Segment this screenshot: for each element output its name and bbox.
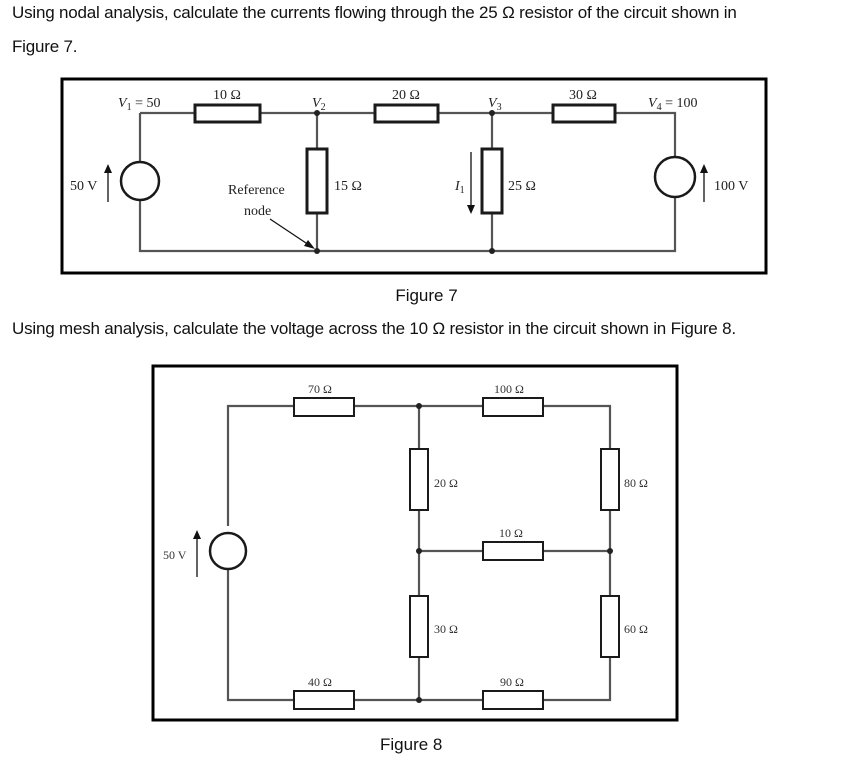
label-r90: 90 Ω [500,675,524,689]
resistor-20 [373,103,440,124]
question-1-text: Using nodal analysis, calculate the curr… [12,3,737,22]
label-i1: I1 [454,179,465,196]
resistor-60 [600,595,620,658]
node [416,403,422,409]
resistor-10 [482,541,544,561]
node-v3 [489,110,495,116]
label-50v: 50 V [163,548,187,562]
figure-7-caption: Figure 7 [395,286,458,305]
resistor-25 [480,147,504,215]
resistor-30 [551,103,617,124]
label-r20: 20 Ω [392,88,420,103]
label-r30: 30 Ω [434,622,458,636]
voltage-source-50v [119,160,161,202]
label-r30: 30 Ω [569,88,597,103]
arrow-head-icon [104,164,112,173]
figure-7-circuit: V1 = 50 10 Ω V2 20 Ω V3 30 Ω V4 = 100 50… [60,77,768,275]
label-r60: 60 Ω [624,622,648,636]
label-r70: 70 Ω [308,382,332,396]
resistor-20 [409,448,429,511]
node-reference [314,248,320,254]
node-v2 [314,110,320,116]
label-v4: V4 = 100 [648,96,697,113]
label-r15: 15 Ω [334,179,362,194]
resistor-40 [293,690,355,710]
fig7-branch-wires [315,113,494,251]
label-r40: 40 Ω [308,675,332,689]
fig7-wires [138,111,677,253]
reference-arrow-icon [269,218,313,248]
label-r80: 80 Ω [624,476,648,490]
label-r100: 100 Ω [494,382,524,396]
node [416,697,422,703]
arrow-head-icon [304,240,315,249]
resistor-70 [293,397,355,417]
resistor-15 [305,147,329,215]
resistor-30 [409,595,429,658]
label-100v: 100 V [714,179,748,194]
label-r10: 10 Ω [499,526,523,540]
label-r20: 20 Ω [434,476,458,490]
arrow-head-icon [467,205,475,214]
voltage-source-50v [208,531,248,571]
node [416,548,422,554]
label-50v: 50 V [70,179,97,194]
figure-7-frame [60,77,768,275]
figure-8-frame [151,364,679,722]
label-v2: V2 [312,96,326,113]
label-node: node [244,204,271,219]
figure-8-caption: Figure 8 [380,735,443,754]
label-reference: Reference [228,183,285,198]
arrow-head-icon [700,164,708,173]
label-v3: V3 [488,96,502,113]
node [607,548,613,554]
resistor-80 [600,448,620,511]
label-r10: 10 Ω [213,88,241,103]
node-bottom [489,248,495,254]
question-2-text: Using mesh analysis, calculate the volta… [12,319,736,338]
resistor-100 [482,397,544,417]
voltage-source-100v [653,155,697,199]
question-1-text-cont: Figure 7. [12,37,78,56]
resistor-10 [193,103,262,124]
label-v1: V1 = 50 [118,96,160,113]
figure-8-circuit: 70 Ω 100 Ω 20 Ω 80 Ω 10 Ω 30 Ω 60 Ω 40 Ω… [151,364,679,722]
arrow-head-icon [193,530,201,539]
label-r25: 25 Ω [508,179,536,194]
resistor-90 [482,690,544,710]
